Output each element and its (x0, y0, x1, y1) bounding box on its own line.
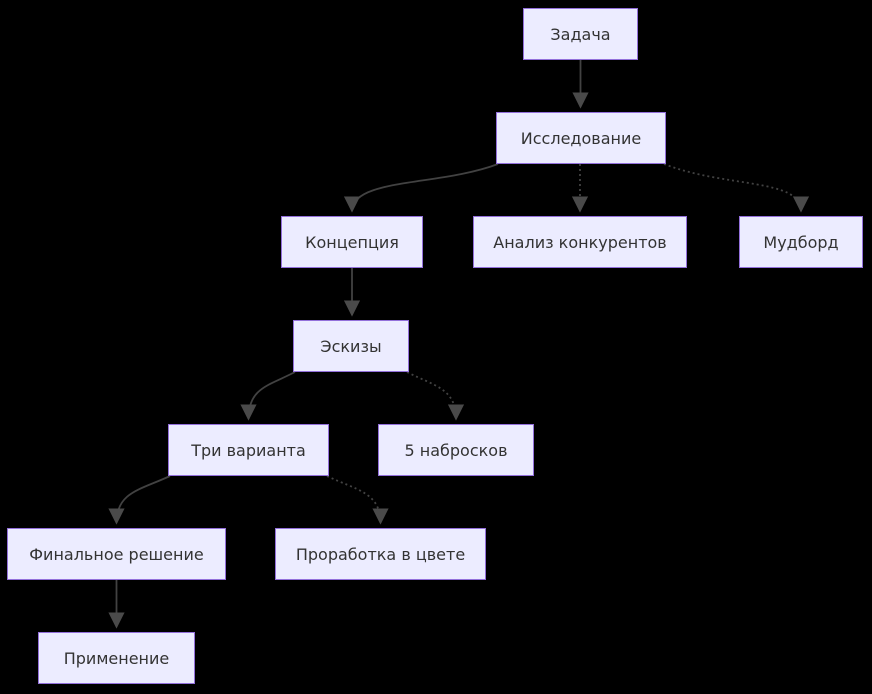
node-label: Проработка в цвете (295, 544, 466, 564)
node-label: Анализ конкурентов (493, 232, 667, 252)
node-research: Исследование (496, 112, 666, 164)
node-label: Финальное решение (29, 544, 204, 564)
edge-research-concept (343, 163, 499, 213)
node-three-variants: Три варианта (168, 424, 329, 476)
node-label: Три варианта (191, 440, 306, 460)
node-label: Применение (63, 648, 170, 668)
node-application: Применение (38, 632, 195, 684)
edge-sketches-three-variants (240, 371, 296, 421)
node-final-solution: Финальное решение (7, 528, 226, 580)
node-label: Исследование (520, 128, 642, 148)
edge-sketches-five-drafts (406, 371, 465, 421)
node-label: Концепция (305, 232, 399, 252)
edge-three-variants-final-solution (108, 475, 171, 525)
node-five-drafts: 5 набросков (378, 424, 534, 476)
node-label: Эскизы (320, 336, 382, 356)
node-color-elaboration: Проработка в цвете (275, 528, 486, 580)
node-task: Задача (523, 8, 638, 60)
node-label: Задача (550, 24, 611, 44)
edge-research-moodboard (663, 163, 810, 213)
node-label: Мудборд (763, 232, 839, 252)
node-moodboard: Мудборд (739, 216, 863, 268)
node-concept: Концепция (281, 216, 423, 268)
edge-three-variants-color-elaboration (326, 475, 389, 525)
node-competitor-analysis: Анализ конкурентов (473, 216, 687, 268)
node-label: 5 набросков (404, 440, 508, 460)
node-sketches: Эскизы (293, 320, 409, 372)
